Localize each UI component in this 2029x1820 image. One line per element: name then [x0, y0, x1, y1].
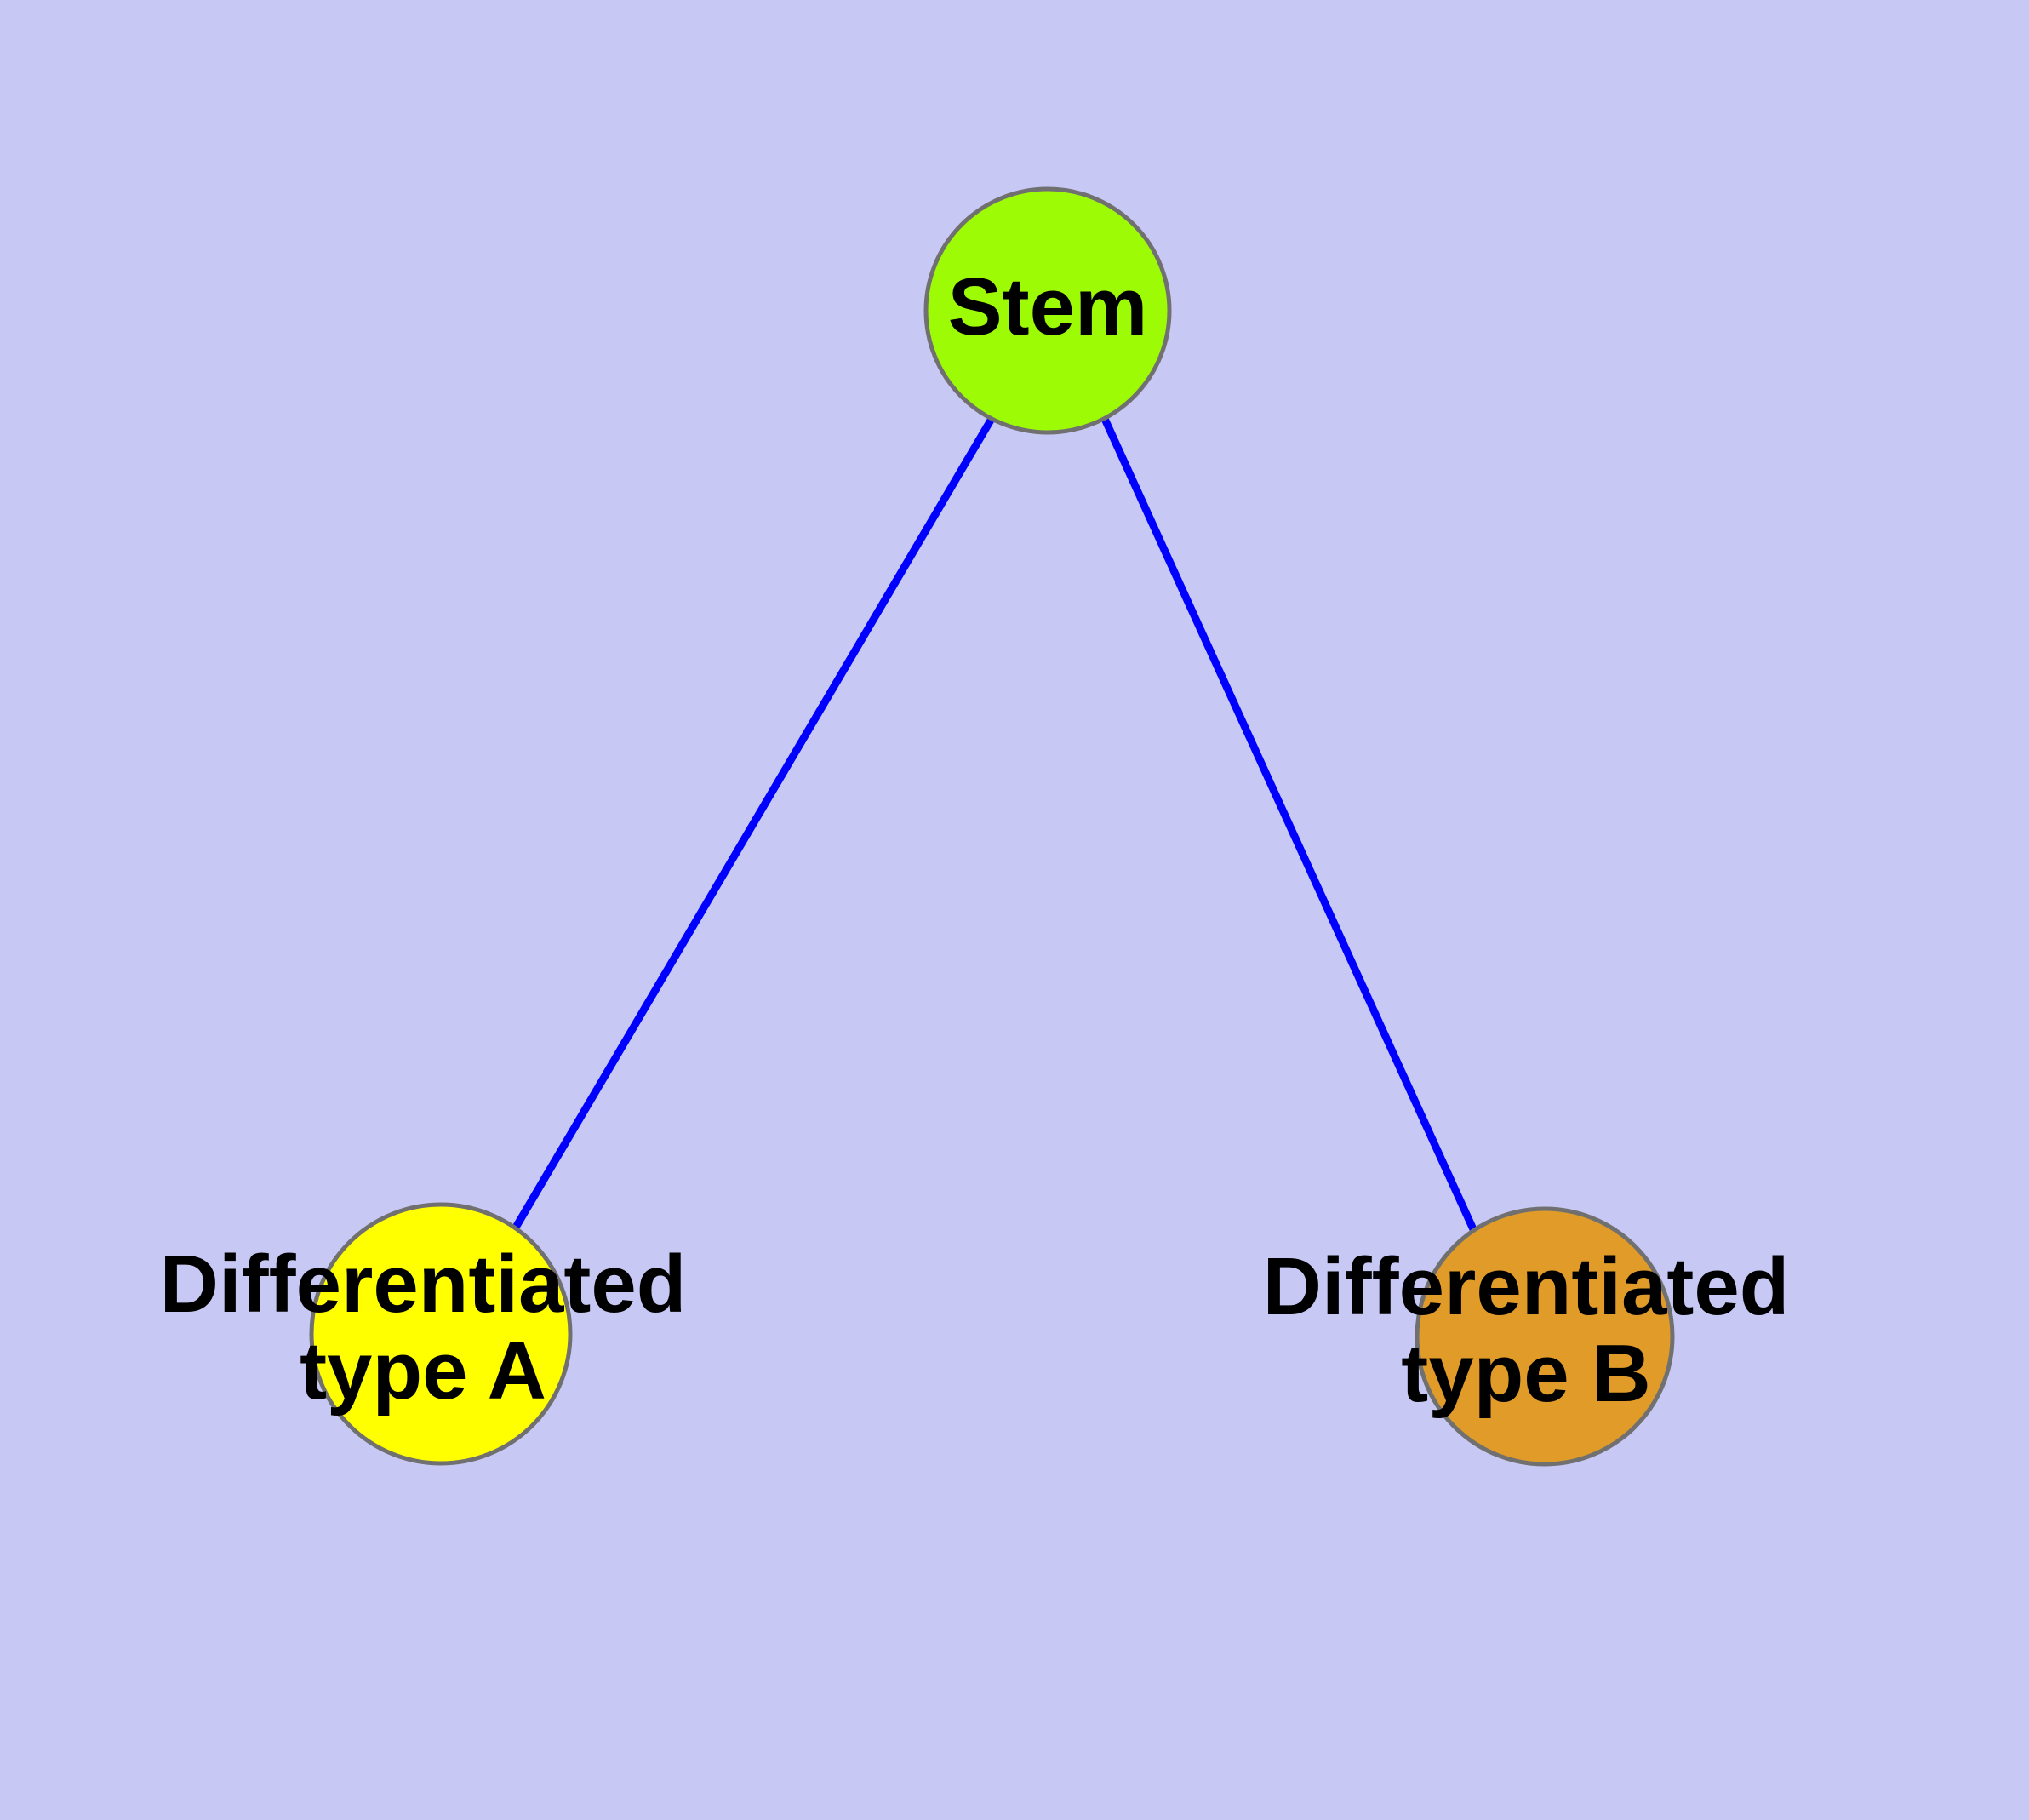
node-label-line: Differentiated — [1263, 1241, 1790, 1332]
node-label-line: Stem — [948, 261, 1148, 352]
node-label-line: type A — [300, 1325, 546, 1417]
edges-layer — [507, 416, 1482, 1240]
nodes-layer — [309, 186, 1675, 1467]
edge-stem-to-diff_a[interactable] — [507, 416, 995, 1239]
node-label-stem: Stem — [948, 261, 1148, 352]
node-label-line: type B — [1401, 1328, 1650, 1419]
node-label-line: Differentiated — [160, 1239, 687, 1330]
edge-stem-to-diff_b[interactable] — [1100, 417, 1482, 1240]
node-stem[interactable] — [923, 186, 1172, 435]
node-diff_a[interactable] — [309, 1202, 573, 1466]
node-diff_b[interactable] — [1415, 1206, 1675, 1467]
